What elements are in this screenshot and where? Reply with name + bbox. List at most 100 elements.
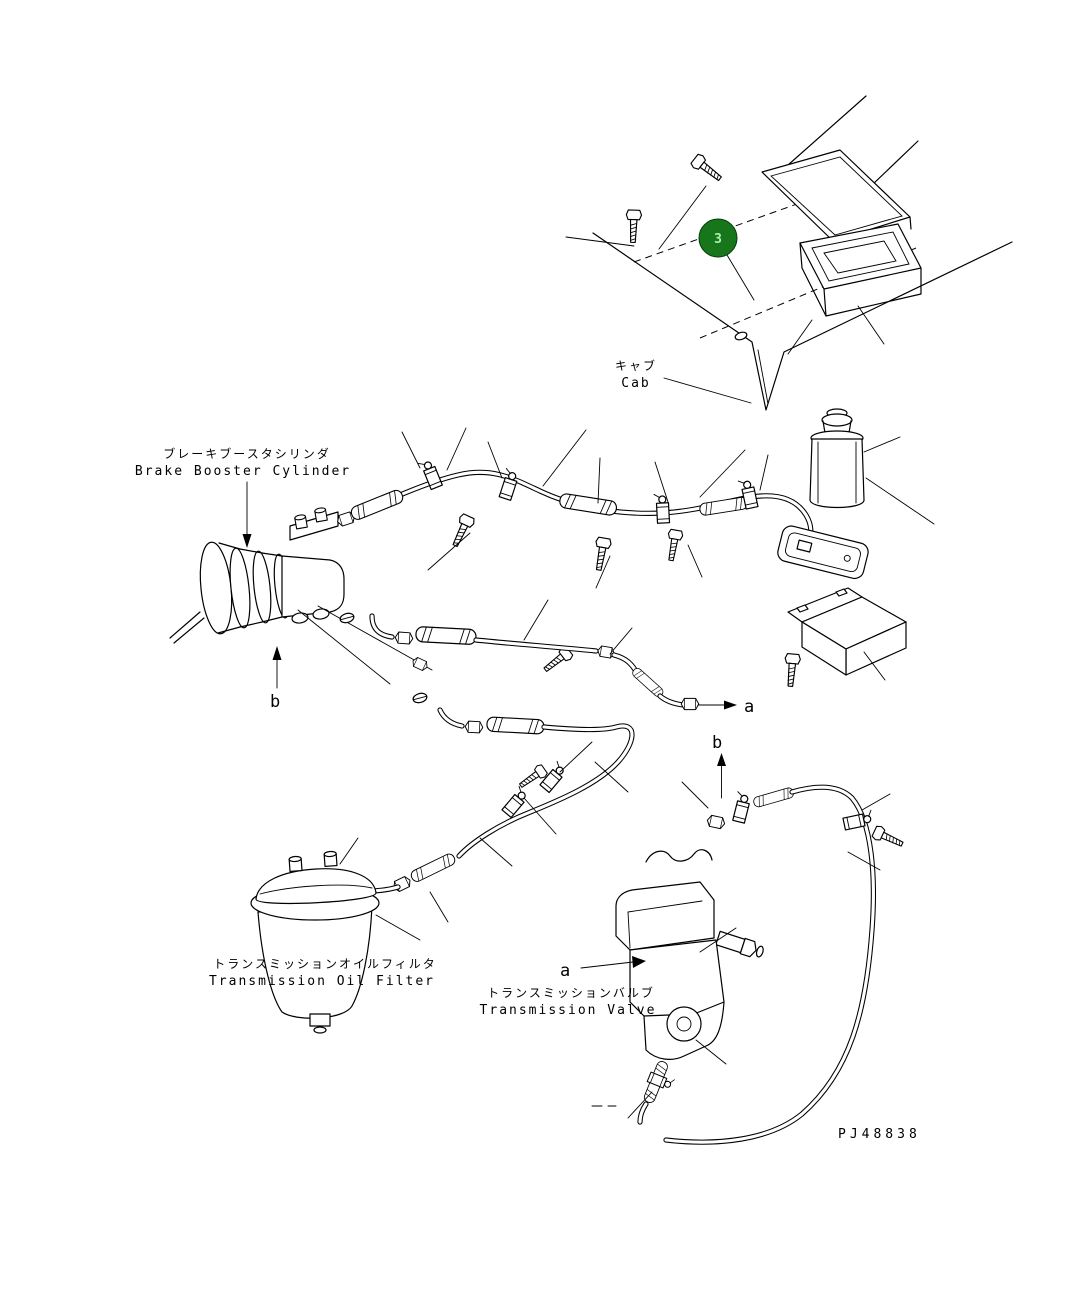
hose-section xyxy=(408,851,458,884)
hose-fitting-nut xyxy=(394,631,414,645)
leader-line xyxy=(861,793,891,811)
leader-line xyxy=(699,449,746,498)
leader-line xyxy=(446,427,467,471)
bolt xyxy=(624,209,643,244)
reservoir-body xyxy=(809,438,865,509)
elbow-tube-core xyxy=(370,614,394,639)
bolt xyxy=(447,512,477,550)
booster-end-block xyxy=(281,555,345,618)
booster-band xyxy=(252,550,272,624)
bracket-hole xyxy=(835,588,848,597)
console-tray-inner xyxy=(823,240,897,274)
console-box xyxy=(761,149,922,317)
filter-drain-plug xyxy=(309,1013,331,1027)
valve-upper-body xyxy=(615,881,715,951)
ref-b-lower: b xyxy=(712,733,726,799)
mounting-plate xyxy=(777,525,869,580)
cab-label-jp: キャブ xyxy=(615,358,657,373)
elbow-run-lower xyxy=(338,611,635,923)
cover-bracket xyxy=(782,587,907,688)
leader-line xyxy=(609,627,633,655)
booster-shell xyxy=(261,552,283,623)
leader-line xyxy=(297,609,391,685)
brake-booster-label-jp: ブレーキブースタシリンダ xyxy=(163,446,330,461)
bolt xyxy=(689,152,726,186)
pipe-nipple xyxy=(313,506,328,523)
leader-line xyxy=(654,461,669,503)
filter-nipple xyxy=(288,855,303,873)
ref-b-upper: b xyxy=(270,646,282,712)
leader-line xyxy=(542,429,587,487)
pipe-core xyxy=(474,638,598,653)
hose-section xyxy=(348,487,406,522)
valve-port-circle xyxy=(666,1006,702,1042)
leader-line xyxy=(559,741,593,773)
leader-line xyxy=(865,477,935,525)
plate-hole xyxy=(843,554,851,562)
console-body-top xyxy=(799,223,922,290)
brake-pipe-core xyxy=(346,470,813,546)
bolt xyxy=(663,528,684,563)
hose-fitting-nut xyxy=(680,697,700,711)
leader-line xyxy=(429,891,449,923)
leader-line xyxy=(339,837,359,865)
transmission-oil-filter xyxy=(250,837,421,1034)
push-rod xyxy=(169,611,205,644)
leader-line xyxy=(317,605,433,671)
plate-outline xyxy=(777,525,869,580)
hose-clamp xyxy=(841,809,875,831)
hose-section xyxy=(486,716,545,735)
leader-line xyxy=(787,319,813,355)
ref-letter: b xyxy=(712,733,722,753)
valve-label-jp: トランスミッションバルブ xyxy=(487,985,655,1000)
callout-3[interactable]: 3 xyxy=(698,218,755,301)
label-leader xyxy=(663,377,752,404)
leader-line xyxy=(375,914,421,941)
leader-line xyxy=(565,236,635,247)
plate-slot xyxy=(796,539,813,553)
leader-line xyxy=(759,454,769,491)
transmission-filter-label: トランスミッションオイルフィルタ Transmission Oil Filter xyxy=(209,957,437,989)
leader-line xyxy=(863,436,901,453)
leader-line xyxy=(594,761,629,793)
console-body-sides xyxy=(799,242,922,317)
reservoir-rib xyxy=(817,441,857,504)
pipe-core xyxy=(457,724,634,858)
callout-circle[interactable] xyxy=(698,218,738,258)
elbow-tube-core xyxy=(438,708,464,728)
brake-booster-cylinder xyxy=(169,506,433,685)
leader-line xyxy=(681,781,709,809)
valve-lower-body xyxy=(643,1001,725,1060)
ref-letter: a xyxy=(744,697,754,717)
leader-line xyxy=(687,544,703,578)
hose-section xyxy=(415,625,477,646)
transmission-valve xyxy=(591,849,764,1125)
valve-label-en: Transmission Valve xyxy=(480,1003,657,1018)
return-tube-core xyxy=(664,785,875,1144)
elbow-run-upper xyxy=(369,599,700,711)
reservoir-cap xyxy=(821,413,853,427)
label-arrow-head xyxy=(242,534,252,548)
return-hose xyxy=(663,781,906,1145)
ref-a-lower: a xyxy=(560,956,646,981)
callout-number: 3 xyxy=(714,232,722,247)
brake-booster-label: ブレーキブースタシリンダ Brake Booster Cylinder xyxy=(135,446,349,548)
filter-label-jp: トランスミッションオイルフィルタ xyxy=(213,957,437,971)
drawing-number: PJ48838 xyxy=(838,1127,921,1142)
reservoir-neck xyxy=(822,420,852,434)
filter-drain-tip xyxy=(313,1026,327,1034)
main-pipe-run xyxy=(335,427,814,676)
console-lid-inner xyxy=(770,156,903,236)
leader-line xyxy=(523,599,549,641)
leader-line xyxy=(595,555,611,589)
booster-shell xyxy=(217,542,241,634)
bolt xyxy=(782,652,802,688)
leader-line xyxy=(427,532,471,571)
ref-arrow-head xyxy=(632,956,646,968)
callout-leader xyxy=(726,254,755,301)
bolt xyxy=(590,536,613,572)
filter-nipple xyxy=(323,850,338,868)
plug xyxy=(411,691,429,705)
